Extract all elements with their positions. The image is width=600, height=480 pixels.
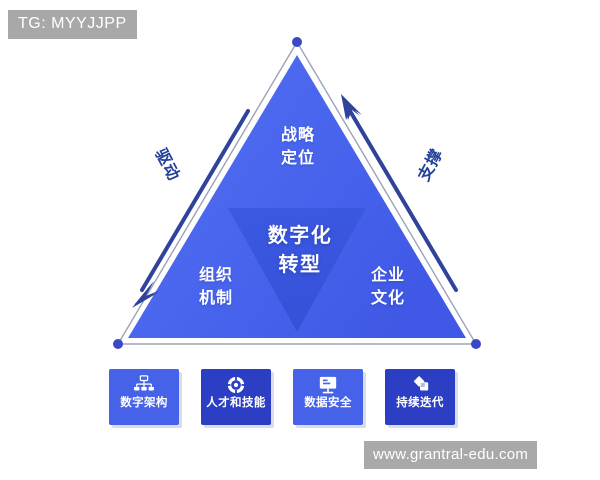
target-icon: [226, 375, 246, 395]
arrow-drive: [132, 109, 250, 308]
pillar-card-continuous-iteration[interactable]: 持续迭代: [385, 369, 455, 425]
label-bottom-left-line2: 机制: [198, 290, 233, 308]
label-apex-line2: 定位: [280, 150, 315, 168]
triangle-outline: [116, 40, 478, 345]
center-title-line1: 数字化: [267, 225, 333, 247]
sitemap-icon: [134, 375, 154, 391]
overlap-shapes-icon: [413, 375, 429, 391]
pillar-card-row: 数字架构 人才和技能 数据安全: [109, 369, 499, 427]
monitor-icon: [319, 376, 337, 394]
tg-watermark-tag: TG: MYYJJPP: [8, 10, 137, 39]
label-bottom-right-line1: 企业: [370, 267, 405, 284]
pillar-card-talent-skills[interactable]: 人才和技能: [201, 369, 271, 425]
label-bottom-right-line2: 文化: [370, 290, 405, 308]
vertex-dot-apex: [292, 37, 302, 47]
center-title-line2: 转型: [278, 254, 322, 276]
label-bottom-left-line1: 组织: [198, 267, 233, 284]
pillar-label: 数据安全: [304, 397, 352, 409]
label-apex-line1: 战略: [280, 127, 315, 144]
pillar-label: 数字架构: [120, 397, 168, 409]
pillar-card-digital-architecture[interactable]: 数字架构: [109, 369, 179, 425]
pillar-card-data-security[interactable]: 数据安全: [293, 369, 363, 425]
vertex-dot-bottom-left: [113, 339, 123, 349]
label-strategy-positioning: 战略 定位: [263, 124, 333, 170]
inner-inverted-triangle: [228, 208, 366, 332]
pillar-label: 人才和技能: [206, 397, 266, 409]
vertex-dot-bottom-right: [471, 339, 481, 349]
label-enterprise-culture: 企业 文化: [355, 264, 421, 310]
triangle-body: [128, 55, 466, 338]
label-organization-mechanism: 组织 机制: [183, 264, 249, 310]
site-watermark: www.grantral-edu.com: [364, 441, 538, 469]
arrow-support: [341, 94, 458, 292]
label-digital-transformation: 数字化 转型: [250, 222, 350, 280]
pillar-label: 持续迭代: [396, 397, 444, 409]
